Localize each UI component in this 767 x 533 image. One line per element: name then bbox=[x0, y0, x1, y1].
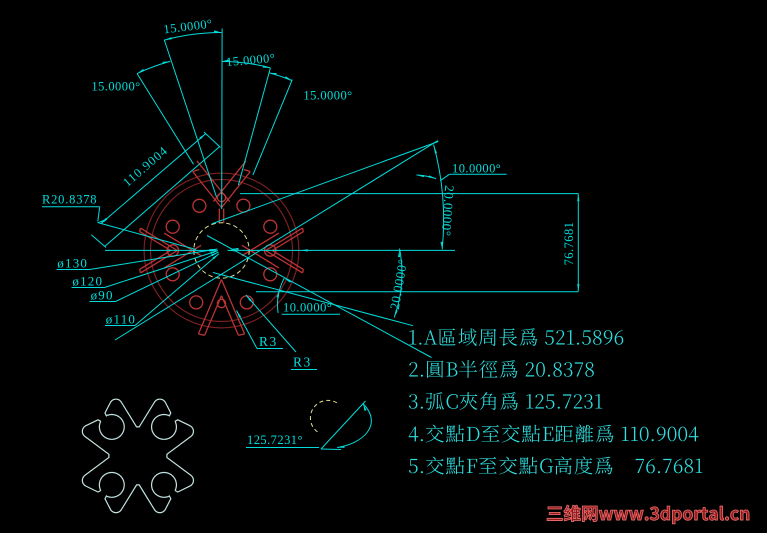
svg-text:10.0000°: 10.0000° bbox=[452, 162, 501, 176]
svg-text:R20.8378: R20.8378 bbox=[42, 193, 97, 207]
svg-text:15.0000°: 15.0000° bbox=[91, 80, 140, 94]
svg-text:ø130: ø130 bbox=[57, 256, 88, 271]
svg-text:10.0000°: 10.0000° bbox=[283, 301, 332, 315]
svg-text:ø120: ø120 bbox=[72, 274, 103, 289]
svg-text:R3: R3 bbox=[293, 355, 312, 370]
svg-text:15.0000°: 15.0000° bbox=[303, 89, 352, 103]
svg-text:R3: R3 bbox=[259, 334, 278, 349]
svg-text:76.7681: 76.7681 bbox=[562, 222, 576, 266]
svg-text:ø90: ø90 bbox=[91, 288, 114, 303]
svg-text:125.7231°: 125.7231° bbox=[247, 433, 303, 447]
svg-text:ø110: ø110 bbox=[106, 312, 136, 327]
